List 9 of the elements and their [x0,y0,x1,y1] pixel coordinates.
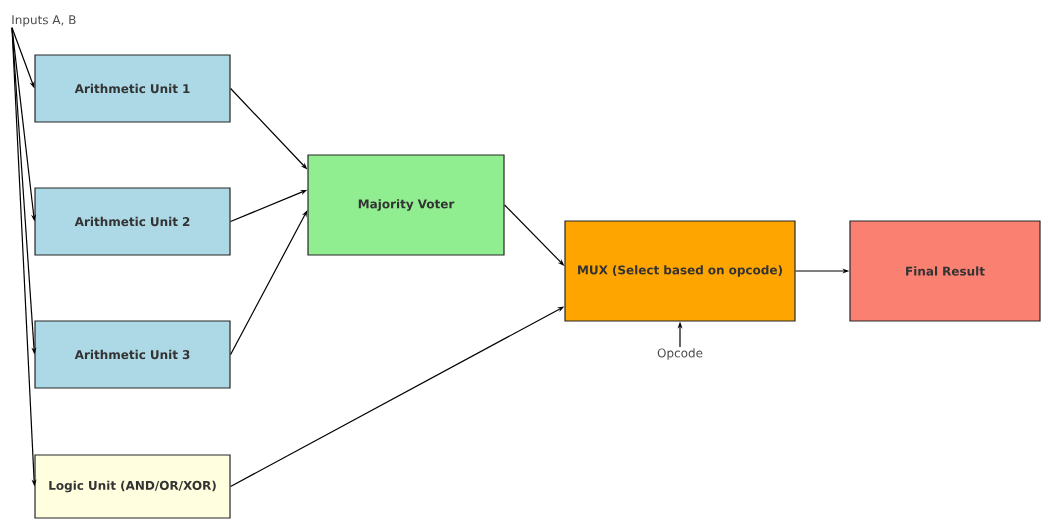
process-box: Arithmetic Unit 2 [34,187,231,256]
process-box: Arithmetic Unit 1 [34,54,231,123]
process-box: Majority Voter [307,154,505,256]
input-label: Inputs A, B [12,15,76,27]
process-box: Logic Unit (AND/OR/XOR) [34,454,231,519]
process-box: MUX (Select based on opcode) [564,220,796,322]
signal-label: Opcode [657,348,703,360]
process-box: Arithmetic Unit 3 [34,320,231,389]
process-box: Final Result [849,220,1041,322]
